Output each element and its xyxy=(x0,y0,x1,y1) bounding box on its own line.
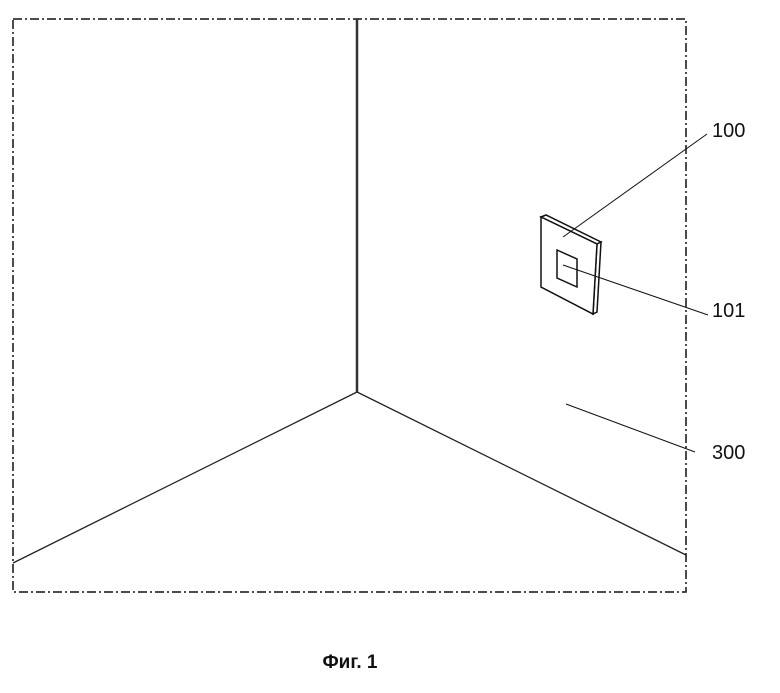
floor-edge-left xyxy=(13,392,357,563)
label-101: 101 xyxy=(712,300,745,323)
label-100: 100 xyxy=(712,120,745,143)
leader-300 xyxy=(566,404,695,452)
figure-caption: Фиг. 1 xyxy=(0,652,700,674)
floor-edge-right xyxy=(357,392,686,555)
device-panel xyxy=(541,215,601,314)
label-300: 300 xyxy=(712,442,745,465)
